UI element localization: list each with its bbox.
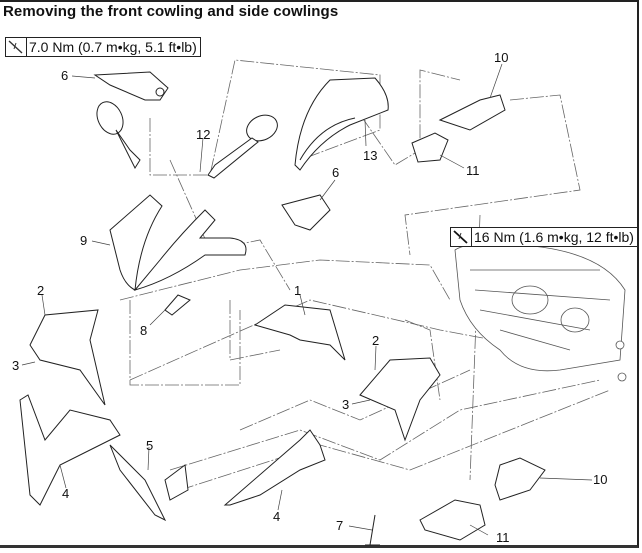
air-duct-bracket-top bbox=[411, 132, 449, 163]
air-duct-bottom bbox=[494, 457, 546, 501]
page-title: Removing the front cowling and side cowl… bbox=[3, 3, 339, 20]
side-panel-right bbox=[359, 357, 441, 442]
callout-4: 4 bbox=[273, 509, 281, 524]
lower-cowling-left bbox=[19, 394, 189, 522]
callout-4: 4 bbox=[62, 486, 70, 501]
engine-block bbox=[454, 242, 627, 382]
torque-spec-text: 16 Nm (1.6 m•kg, 12 ft•lb) bbox=[474, 229, 634, 245]
assembly-lines bbox=[119, 59, 611, 491]
bracket-8-part bbox=[164, 294, 191, 316]
center-bracket-part bbox=[281, 194, 331, 231]
torque-wrench-icon bbox=[451, 228, 472, 246]
callout-7: 7 bbox=[336, 518, 344, 533]
callout-6: 6 bbox=[332, 165, 340, 180]
callout-6: 6 bbox=[61, 68, 69, 83]
torque-spec-small: 7.0 Nm (0.7 m•kg, 5.1 ft•lb) bbox=[5, 37, 201, 57]
callout-1: 1 bbox=[294, 283, 302, 298]
callout-9: 9 bbox=[80, 233, 88, 248]
callout-5: 5 bbox=[146, 438, 154, 453]
stud-part bbox=[365, 514, 380, 546]
callout-10: 10 bbox=[494, 50, 509, 65]
torque-wrench-icon bbox=[6, 38, 27, 56]
torque-spec-text: 7.0 Nm (0.7 m•kg, 5.1 ft•lb) bbox=[29, 39, 197, 55]
air-duct-top bbox=[438, 94, 506, 131]
inner-panel-part bbox=[253, 304, 346, 361]
air-duct-bracket-bottom bbox=[419, 499, 486, 541]
callout-3: 3 bbox=[342, 397, 350, 412]
bracket-part bbox=[93, 71, 169, 101]
callout-10: 10 bbox=[593, 472, 608, 487]
callout-3: 3 bbox=[12, 358, 20, 373]
callout-11: 11 bbox=[466, 163, 480, 178]
torque-spec-large: 16 Nm (1.6 m•kg, 12 ft•lb) bbox=[450, 227, 638, 247]
callout-8: 8 bbox=[140, 323, 148, 338]
callout-11: 11 bbox=[496, 530, 510, 545]
front-cowling-part bbox=[109, 194, 247, 291]
callout-2: 2 bbox=[372, 333, 380, 348]
callout-12: 12 bbox=[196, 127, 211, 142]
lower-cowling-right bbox=[223, 429, 326, 506]
mirror-right bbox=[207, 114, 278, 179]
mirror-left bbox=[96, 101, 141, 170]
callout-2: 2 bbox=[37, 283, 45, 298]
windscreen-part bbox=[294, 77, 389, 171]
callout-leaders bbox=[21, 63, 593, 536]
side-panel-left bbox=[29, 309, 106, 406]
callout-13: 13 bbox=[363, 148, 378, 163]
